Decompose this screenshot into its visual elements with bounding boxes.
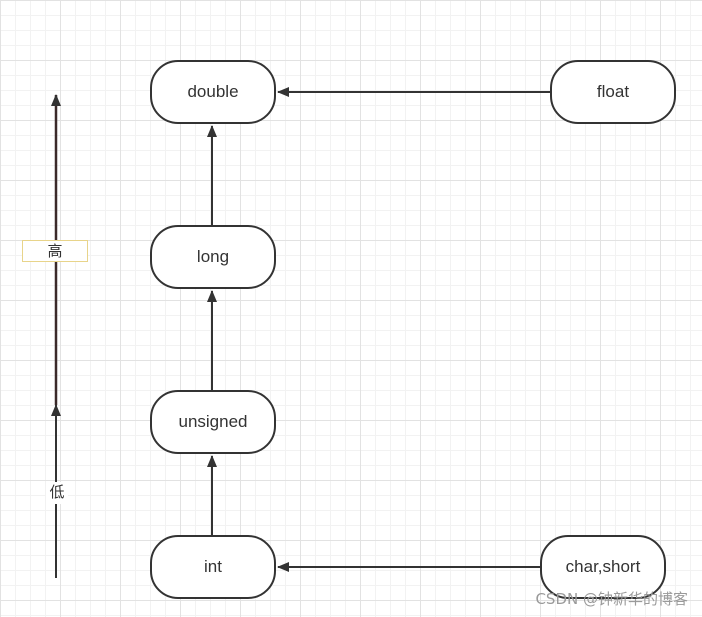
axis-low-label: 低 xyxy=(46,482,68,504)
node-double[interactable]: double xyxy=(150,60,276,124)
node-int[interactable]: int xyxy=(150,535,276,599)
axis-high-label: 高 xyxy=(22,240,88,262)
watermark-text: CSDN @钟新华的博客 xyxy=(535,590,688,608)
node-char-short[interactable]: char,short xyxy=(540,535,666,599)
node-unsigned[interactable]: unsigned xyxy=(150,390,276,454)
node-float[interactable]: float xyxy=(550,60,676,124)
node-long[interactable]: long xyxy=(150,225,276,289)
